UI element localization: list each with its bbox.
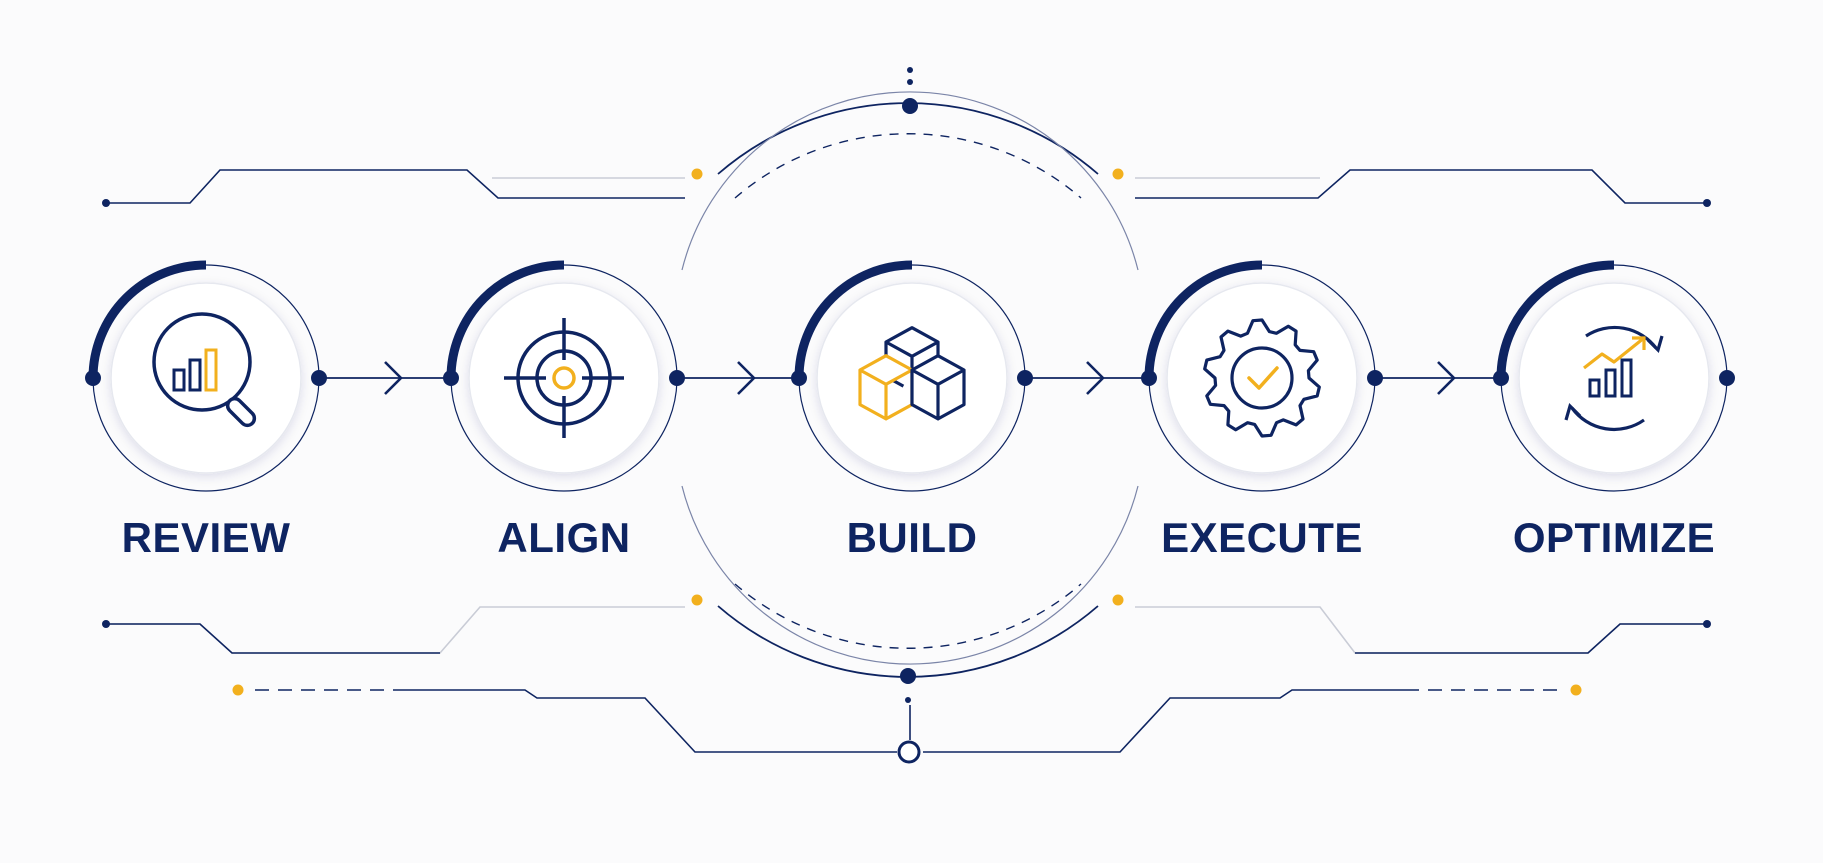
circuit-decoration-top	[106, 169, 1707, 204]
step-connector	[1375, 361, 1501, 395]
step-node-right	[1719, 370, 1735, 386]
target-crosshair-icon	[504, 318, 624, 438]
step-progress-arc	[446, 260, 565, 379]
step-progress-arc	[794, 260, 913, 379]
step-node-left	[85, 370, 101, 386]
step-progress-arc	[1144, 260, 1263, 379]
step-progress-arc	[1496, 260, 1615, 379]
growth-chart-cycle-icon	[1564, 325, 1664, 431]
step-node-left	[1493, 370, 1509, 386]
steps-layer: REVIEW ALIGN BUILD EXECUTE OPTIMIZE	[85, 260, 1735, 561]
central-arc-nodes	[900, 67, 918, 684]
step-icon-disc	[1166, 282, 1358, 474]
step-build: BUILD	[791, 260, 1033, 561]
step-review: REVIEW	[85, 260, 327, 561]
step-progress-arc	[88, 260, 207, 379]
magnifier-bar-chart-icon	[152, 312, 257, 428]
step-node-right	[669, 370, 685, 386]
step-node-right	[1017, 370, 1033, 386]
step-label: OPTIMIZE	[1513, 514, 1715, 561]
circuit-nodes-bottom	[102, 594, 1711, 764]
step-label: BUILD	[847, 514, 978, 561]
step-optimize: OPTIMIZE	[1493, 260, 1735, 561]
step-connector	[319, 361, 451, 395]
step-node-left	[1141, 370, 1157, 386]
step-align: ALIGN	[443, 260, 685, 561]
stacked-cubes-icon	[858, 326, 966, 421]
step-connector	[1025, 361, 1149, 395]
step-node-left	[443, 370, 459, 386]
step-label: REVIEW	[122, 514, 291, 561]
step-label: EXECUTE	[1161, 514, 1363, 561]
step-node-right	[311, 370, 327, 386]
step-connector	[677, 361, 799, 395]
circuit-decoration-bottom	[106, 606, 1707, 753]
step-node-left	[791, 370, 807, 386]
circuit-nodes-top	[102, 168, 1711, 207]
step-label: ALIGN	[497, 514, 630, 561]
step-icon-disc	[468, 282, 660, 474]
gear-check-icon	[1203, 318, 1321, 438]
step-node-right	[1367, 370, 1383, 386]
step-execute: EXECUTE	[1141, 260, 1383, 561]
